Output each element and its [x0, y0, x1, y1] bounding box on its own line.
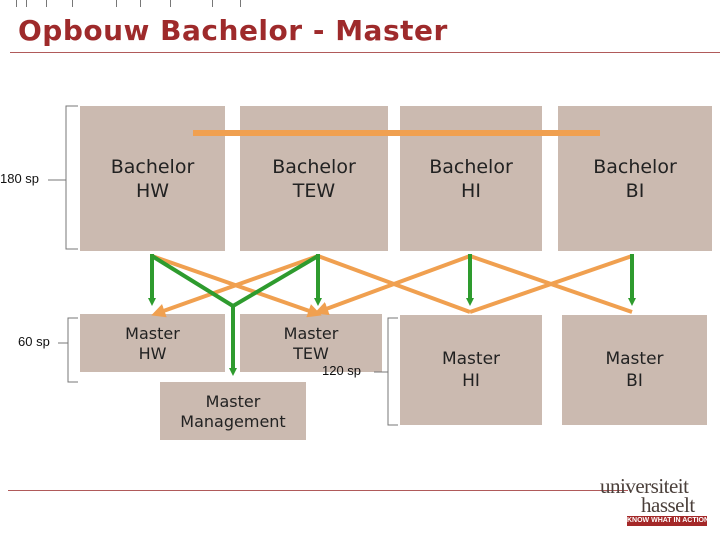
master-hi-box: Master HI	[400, 315, 542, 425]
logo-line2: hasselt	[641, 493, 695, 517]
bachelor-bi-line2: BI	[625, 179, 645, 202]
logo-line1: universiteit	[600, 474, 689, 498]
bachelor-tew-line1: Bachelor	[272, 155, 356, 178]
top-tick	[212, 0, 213, 7]
master-bi-box: Master BI	[562, 315, 707, 425]
orange-arrow	[469, 254, 633, 314]
green-arrow	[231, 254, 320, 308]
bachelor-hi-line1: Bachelor	[429, 155, 513, 178]
bachelor-tew-line2: TEW	[292, 179, 336, 202]
bachelor-hw-line2: HW	[135, 179, 170, 202]
logo-tagline: KNOW WHAT IN ACTION	[627, 516, 710, 526]
master-60-bracket	[67, 317, 78, 383]
top-tick	[116, 0, 117, 7]
page-title: Opbouw Bachelor - Master	[18, 14, 448, 47]
top-tick	[16, 0, 17, 7]
title-divider	[10, 52, 720, 53]
master-hw-box: Master HW	[80, 314, 225, 372]
footer-divider	[8, 490, 628, 491]
master-hi-line1: Master	[441, 349, 501, 369]
top-tick	[170, 0, 171, 7]
top-tick	[72, 0, 73, 7]
master-hi-line2: HI	[462, 371, 480, 391]
master-60-credits-label: 60 sp	[18, 334, 50, 349]
university-logo: universiteit hasselt KNOW WHAT IN ACTION	[600, 468, 712, 528]
master-120-credits-label: 120 sp	[322, 363, 362, 378]
orange-arrow	[151, 254, 319, 318]
master-tew-box: Master TEW	[240, 314, 382, 372]
bachelor-bi-line1: Bachelor	[593, 155, 677, 178]
bachelor-hi-line2: HI	[461, 179, 481, 202]
master-bi-line1: Master	[605, 349, 664, 369]
top-tick	[240, 0, 241, 7]
master-tew-line1: Master	[283, 324, 339, 343]
bachelor-bracket	[65, 105, 78, 250]
master-120-bracket	[387, 317, 398, 426]
master-management-line1: Master	[205, 392, 261, 411]
master-hw-line2: HW	[138, 344, 167, 363]
master-tew-line2: TEW	[293, 344, 329, 363]
top-tick	[140, 0, 141, 7]
master-management-box: Master Management	[160, 382, 306, 440]
top-tick	[26, 0, 27, 7]
top-tick	[46, 0, 47, 7]
green-arrow	[150, 254, 235, 308]
master-hw-line1: Master	[125, 324, 180, 343]
orange-arrow	[314, 254, 471, 316]
bachelor-credits-label: 180 sp	[0, 171, 40, 186]
bachelor-hw-line1: Bachelor	[110, 155, 195, 178]
master-bi-line2: BI	[626, 371, 643, 391]
master-management-line2: Management	[180, 412, 286, 431]
